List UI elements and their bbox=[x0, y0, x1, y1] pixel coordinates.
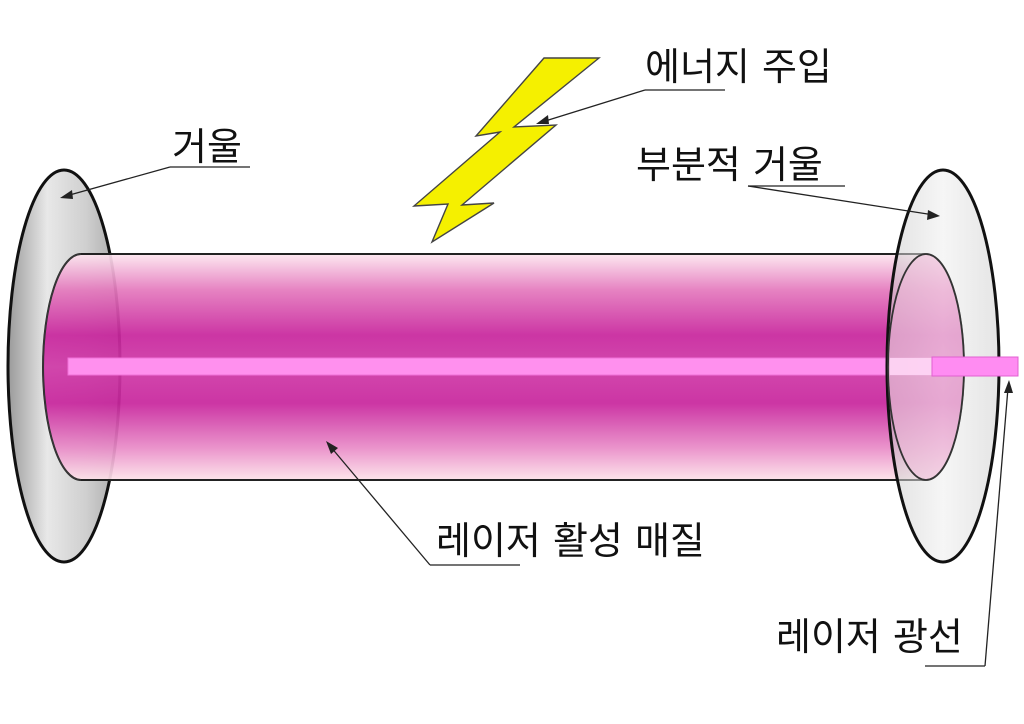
leader-lines bbox=[60, 89, 1013, 667]
label-partial-mirror: 부분적 거울 bbox=[636, 143, 823, 187]
beam-through-mirror bbox=[890, 358, 934, 375]
output-beam bbox=[931, 356, 1019, 377]
label-laser-beam: 레이저 광선 bbox=[776, 615, 963, 659]
internal-beam bbox=[67, 357, 939, 376]
lightning-bolt-icon bbox=[411, 57, 601, 244]
label-active-medium: 레이저 활성 매질 bbox=[436, 519, 705, 563]
label-energy-input: 에너지 주입 bbox=[645, 45, 832, 89]
label-mirror: 거울 bbox=[172, 125, 242, 169]
